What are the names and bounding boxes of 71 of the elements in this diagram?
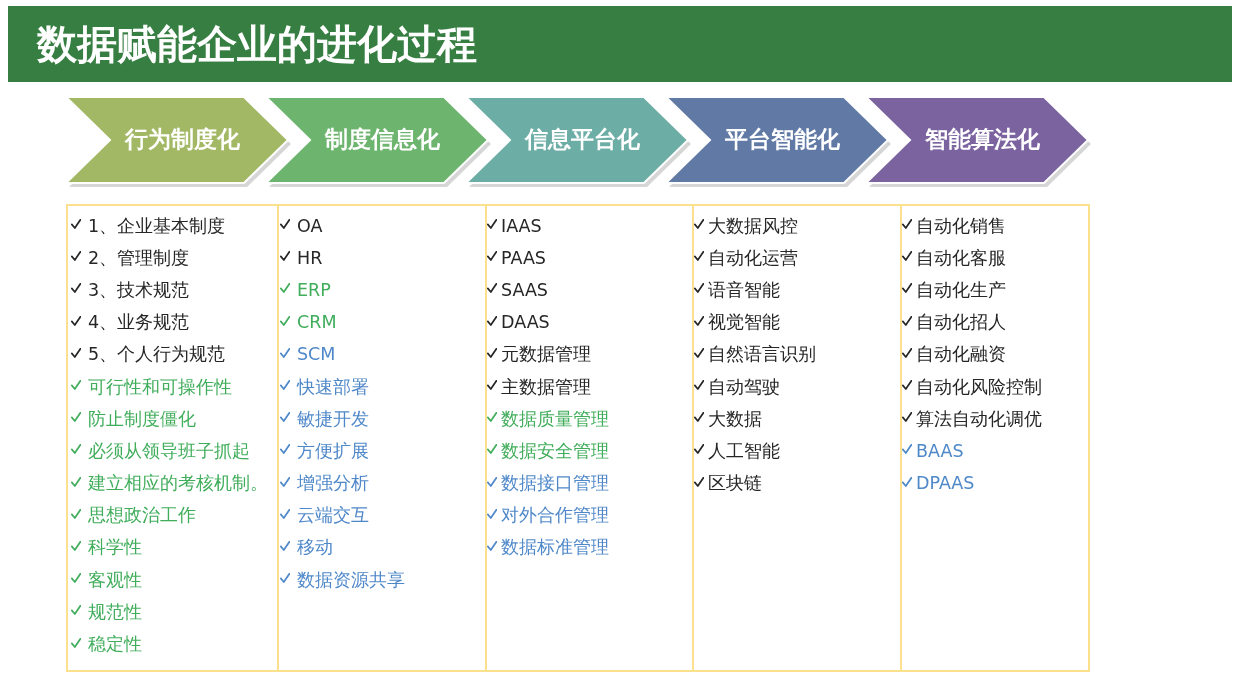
list-item: 可行性和可操作性 (88, 376, 232, 398)
list-item: 敏捷开发 (297, 408, 369, 430)
list-item: 自动化风险控制 (916, 376, 1042, 398)
list-item: OA (297, 215, 323, 237)
list-item: 移动 (297, 537, 333, 559)
list-column (692, 204, 902, 672)
stage-label: 制度信息化 (324, 127, 440, 153)
list-item: IAAS (501, 215, 542, 237)
list-item: ERP (297, 279, 331, 301)
list-item: CRM (297, 312, 337, 334)
list-column (900, 204, 1090, 672)
list-item: 视觉智能 (708, 312, 780, 334)
list-item: DAAS (501, 312, 550, 334)
stage-label: 智能算法化 (924, 127, 1040, 153)
list-item: 语音智能 (708, 279, 780, 301)
list-item: 对外合作管理 (501, 505, 609, 527)
stage-label: 行为制度化 (124, 127, 240, 153)
list-item: 数据质量管理 (501, 408, 609, 430)
list-item: 1、企业基本制度 (88, 215, 226, 237)
list-item: SAAS (501, 279, 548, 301)
list-item: 建立相应的考核机制。 (88, 473, 268, 495)
list-item: 2、管理制度 (88, 247, 190, 269)
list-item: 规范性 (88, 601, 142, 623)
list-item: 大数据 (708, 408, 762, 430)
list-item: 自动化客服 (916, 247, 1006, 269)
list-item: 自动化融资 (916, 344, 1006, 366)
list-item: 稳定性 (88, 634, 142, 656)
list-item: 自然语言识别 (708, 344, 816, 366)
list-item: 4、业务规范 (88, 312, 190, 334)
process-step (665, 96, 893, 188)
list-item: HR (297, 247, 323, 269)
list-item: 5、个人行为规范 (88, 344, 226, 366)
list-column (485, 204, 694, 672)
list-item: 自动化生产 (916, 279, 1006, 301)
list-item: 数据标准管理 (501, 537, 609, 559)
list-item: DPAAS (916, 473, 975, 495)
list-item: 自动化销售 (916, 215, 1006, 237)
list-item: 自动驾驶 (708, 376, 780, 398)
list-column (277, 204, 487, 672)
list-item: 数据安全管理 (501, 440, 609, 462)
list-item: 方便扩展 (297, 440, 369, 462)
list-item: 客观性 (88, 569, 142, 591)
list-item: 科学性 (88, 537, 142, 559)
list-item: 元数据管理 (501, 344, 591, 366)
process-step (65, 96, 293, 188)
list-column (66, 204, 279, 672)
process-step (465, 96, 693, 188)
list-item: SCM (297, 344, 336, 366)
stage-label: 信息平台化 (524, 127, 640, 153)
list-item: 云端交互 (297, 505, 369, 527)
list-item: 快速部署 (297, 376, 369, 398)
list-item: PAAS (501, 247, 546, 269)
list-item: BAAS (916, 440, 964, 462)
list-item: 算法自动化调优 (916, 408, 1042, 430)
list-item: 自动化招人 (916, 312, 1006, 334)
list-item: 思想政治工作 (88, 505, 196, 527)
title: 数据赋能企业的进化过程 (37, 21, 477, 67)
list-item: 大数据风控 (708, 215, 798, 237)
stage-label: 平台智能化 (724, 127, 840, 153)
list-item: 数据接口管理 (501, 473, 609, 495)
list-item: 自动化运营 (708, 247, 798, 269)
list-item: 防止制度僵化 (88, 408, 196, 430)
list-item: 增强分析 (297, 473, 369, 495)
process-step (265, 96, 493, 188)
list-item: 人工智能 (708, 440, 780, 462)
list-item: 3、技术规范 (88, 279, 190, 301)
list-item: 区块链 (708, 473, 762, 495)
list-item: 主数据管理 (501, 376, 591, 398)
process-step (865, 96, 1093, 188)
list-item: 必须从领导班子抓起 (88, 440, 250, 462)
list-item: 数据资源共享 (297, 569, 405, 591)
